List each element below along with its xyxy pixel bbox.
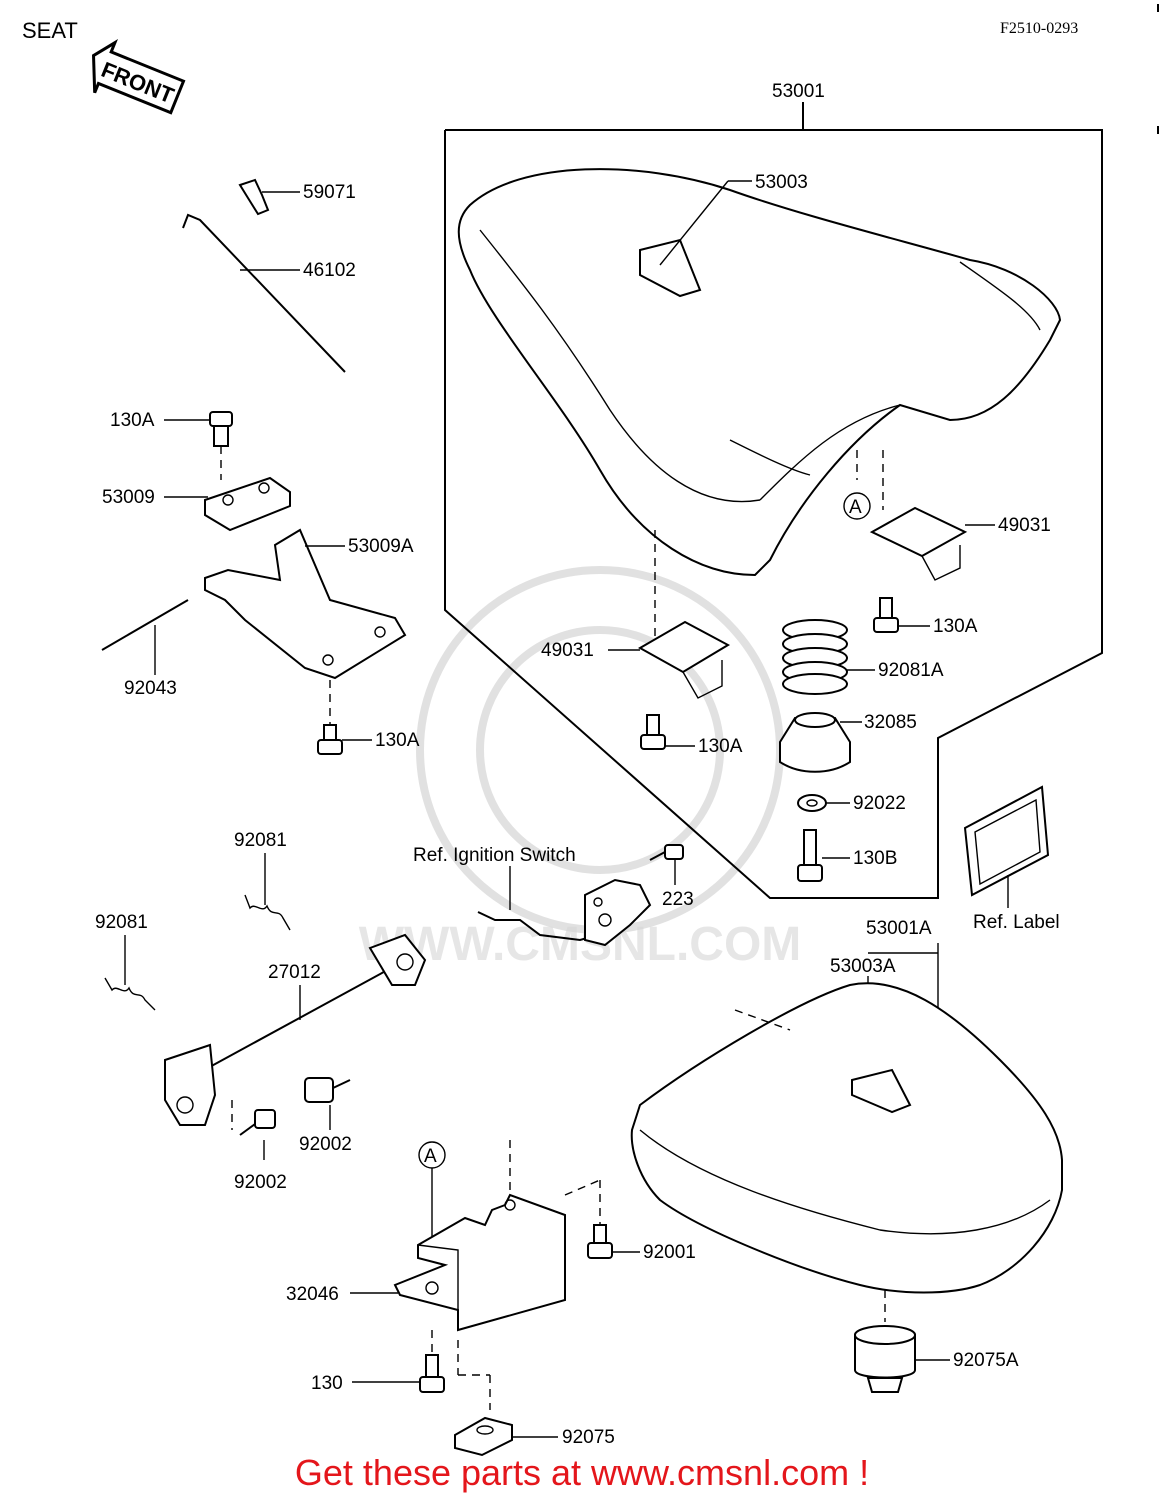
pin-92043 xyxy=(101,599,189,651)
rod-46102 xyxy=(182,213,346,373)
label-27012: 27012 xyxy=(268,962,321,983)
bracket-32046 xyxy=(393,1193,566,1332)
label-53009: 53009 xyxy=(102,487,155,508)
label-92002-left: 92002 xyxy=(234,1172,287,1193)
bracket-49031-left xyxy=(637,620,731,674)
diagram-code: F2510-0293 xyxy=(1000,20,1078,37)
label-53003: 53003 xyxy=(755,172,808,193)
label-92002-right: 92002 xyxy=(299,1134,352,1155)
label-32085: 32085 xyxy=(864,712,917,733)
label-92022: 92022 xyxy=(853,793,906,814)
front-direction-icon: FRONT xyxy=(91,39,186,115)
leader-53003 xyxy=(659,180,729,266)
label-49031-left: 49031 xyxy=(541,640,594,661)
seat-tab-53003 xyxy=(639,238,702,298)
label-53003A: 53003A xyxy=(830,956,896,977)
label-130: 130 xyxy=(311,1373,343,1394)
bolt-92002-right xyxy=(304,1077,351,1103)
damper-32085 xyxy=(779,712,851,773)
label-130B: 130B xyxy=(853,848,897,869)
marker-a-upper xyxy=(843,492,871,520)
shaft-27012 xyxy=(164,933,427,1126)
label-92081A: 92081A xyxy=(878,660,944,681)
washer-92022 xyxy=(797,794,827,812)
svg-text:A: A xyxy=(849,497,862,518)
bolt-130A-right xyxy=(873,597,899,633)
damper-92075A xyxy=(854,1325,916,1393)
spring-92081A xyxy=(782,619,848,695)
seat-tab-53003A xyxy=(851,1068,912,1114)
bolt-92001 xyxy=(587,1224,613,1259)
ref-label-sticker xyxy=(963,785,1050,897)
bolt-130A xyxy=(209,411,233,447)
label-130A-4: 130A xyxy=(698,736,743,757)
label-92075A: 92075A xyxy=(953,1350,1019,1371)
plate-53009A xyxy=(204,528,407,680)
label-130A-1: 130A xyxy=(110,410,155,431)
ignition-cable xyxy=(477,911,599,942)
label-ref-ignition-switch: Ref. Ignition Switch xyxy=(413,845,576,866)
page-title: SEAT xyxy=(22,18,78,43)
label-46102: 46102 xyxy=(303,260,356,281)
label-53001: 53001 xyxy=(772,81,825,102)
label-92075: 92075 xyxy=(562,1427,615,1448)
bolt-92002-left xyxy=(239,1109,276,1136)
rubber-92075 xyxy=(454,1416,513,1457)
watermark-text: WWW.CMSNL.COM xyxy=(359,918,802,971)
label-ref-label: Ref. Label xyxy=(973,912,1060,933)
rear-seat xyxy=(630,982,1063,1294)
bolt-130A-center xyxy=(640,714,666,750)
bolt-130 xyxy=(419,1354,445,1393)
spring-92081-upper xyxy=(244,894,291,931)
seat-lock-223 xyxy=(584,878,652,947)
bracket-49031-right xyxy=(869,506,968,558)
label-49031-right: 49031 xyxy=(998,515,1051,536)
label-130A-2: 130A xyxy=(375,730,420,751)
watermark-logo: WWW.CMSNL.COM xyxy=(359,566,802,971)
label-92081-lower: 92081 xyxy=(95,912,148,933)
bolt-130A-lower xyxy=(317,724,343,755)
label-32046: 32046 xyxy=(286,1284,339,1305)
bolt-223 xyxy=(649,844,684,861)
svg-text:A: A xyxy=(424,1146,437,1167)
label-92081-upper: 92081 xyxy=(234,830,287,851)
label-223: 223 xyxy=(662,889,694,910)
clip-59071 xyxy=(238,178,270,216)
label-59071: 59071 xyxy=(303,182,356,203)
label-130A-3: 130A xyxy=(933,616,978,637)
footer-link[interactable]: Get these parts at www.cmsnl.com ! xyxy=(294,1452,870,1493)
label-92001: 92001 xyxy=(643,1242,696,1263)
seat-assembly-frame xyxy=(444,129,1103,899)
label-53001A: 53001A xyxy=(866,918,932,939)
bolt-130B xyxy=(797,829,823,882)
front-seat xyxy=(457,168,1062,577)
spring-92081-lower xyxy=(104,977,156,1011)
label-92043: 92043 xyxy=(124,678,177,699)
label-53009A: 53009A xyxy=(348,536,414,557)
hinge-block-53009 xyxy=(204,476,291,532)
